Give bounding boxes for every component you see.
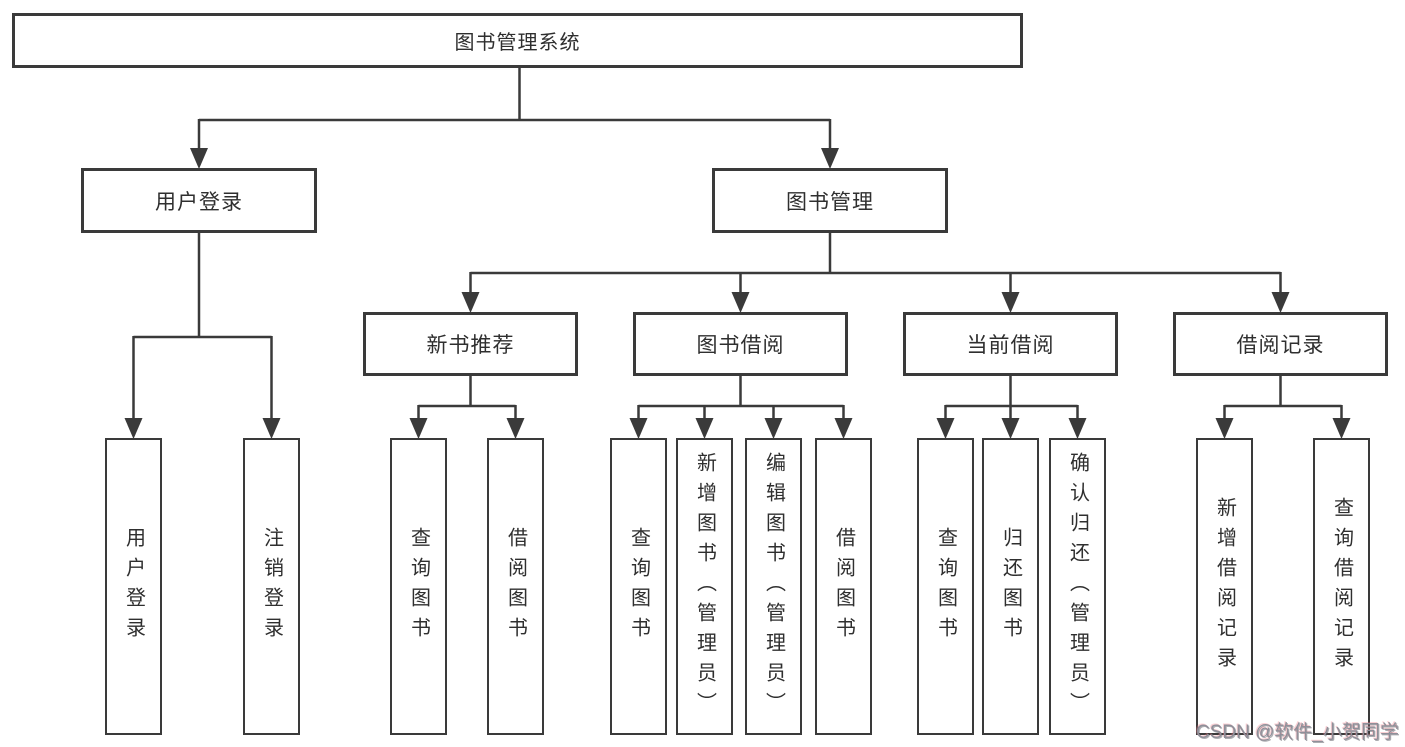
leaf-borrow-add-admin: 新增图书（管理员）	[676, 438, 733, 735]
node-new-book-recommend: 新书推荐	[363, 312, 578, 376]
leaf-record-query-label: 查询借阅记录	[1330, 496, 1353, 677]
leaf-newbook-query-label: 查询图书	[407, 526, 430, 647]
node-user-login-label: 用户登录	[155, 190, 243, 214]
leaf-user-login-label: 用户登录	[122, 526, 145, 647]
leaf-current-return: 归还图书	[982, 438, 1039, 735]
leaf-record-add-label: 新增借阅记录	[1213, 496, 1236, 677]
leaf-borrow-edit-admin-label: 编辑图书（管理员）	[762, 451, 785, 722]
node-new-book-recommend-label: 新书推荐	[426, 334, 515, 357]
node-root: 图书管理系统	[12, 13, 1023, 68]
leaf-current-query-label: 查询图书	[934, 526, 957, 647]
leaf-borrow-query-label: 查询图书	[627, 526, 650, 647]
node-book-borrow-label: 图书借阅	[696, 334, 785, 357]
leaf-current-confirm-return-admin-label: 确认归还（管理员）	[1066, 451, 1089, 722]
leaf-newbook-borrow-label: 借阅图书	[504, 526, 527, 647]
leaf-logout-label: 注销登录	[260, 526, 283, 647]
csdn-watermark: CSDN @软件_小贺同学	[1196, 722, 1399, 743]
leaf-record-add: 新增借阅记录	[1196, 438, 1253, 735]
leaf-newbook-query: 查询图书	[390, 438, 447, 735]
leaf-borrow-edit-admin: 编辑图书（管理员）	[745, 438, 802, 735]
node-root-label: 图书管理系统	[454, 32, 581, 54]
connectors	[124, 68, 1351, 439]
leaf-current-query: 查询图书	[917, 438, 974, 735]
leaf-borrow-book: 借阅图书	[815, 438, 872, 735]
leaf-newbook-borrow: 借阅图书	[487, 438, 544, 735]
node-borrow-records: 借阅记录	[1173, 312, 1388, 376]
leaf-record-query: 查询借阅记录	[1313, 438, 1370, 735]
node-current-borrow-label: 当前借阅	[966, 334, 1055, 357]
leaf-user-login: 用户登录	[105, 438, 162, 735]
node-current-borrow: 当前借阅	[903, 312, 1118, 376]
leaf-borrow-book-label: 借阅图书	[832, 526, 855, 647]
node-borrow-records-label: 借阅记录	[1236, 334, 1325, 357]
leaf-logout: 注销登录	[243, 438, 300, 735]
node-book-management-label: 图书管理	[786, 190, 874, 214]
leaf-current-return-label: 归还图书	[999, 526, 1022, 647]
leaf-borrow-query: 查询图书	[610, 438, 667, 735]
leaf-current-confirm-return-admin: 确认归还（管理员）	[1049, 438, 1106, 735]
node-book-borrow: 图书借阅	[633, 312, 848, 376]
leaf-borrow-add-admin-label: 新增图书（管理员）	[693, 451, 716, 722]
node-user-login: 用户登录	[81, 168, 317, 233]
node-book-management: 图书管理	[712, 168, 948, 233]
